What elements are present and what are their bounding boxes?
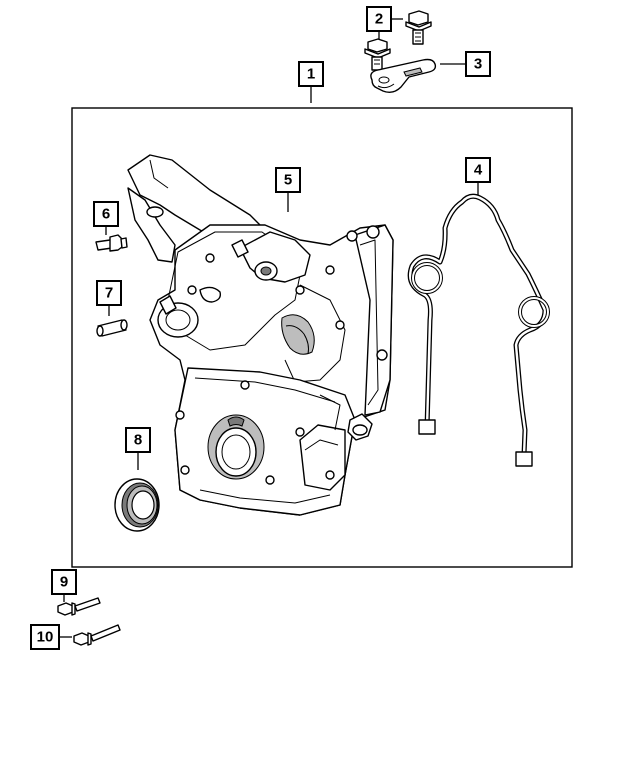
callout-9-label: 9 [60,574,68,591]
callout-6-label: 6 [102,206,110,223]
callout-10[interactable]: 10 [30,624,72,650]
callout-1-label: 1 [307,66,315,83]
callout-5-label: 5 [284,172,292,189]
flange-bolt-part-2a [405,10,432,45]
flange-bolt-part-2b [364,38,391,71]
long-bolt-part-10 [73,624,121,646]
callout-6[interactable]: 6 [93,201,119,235]
callout-8-label: 8 [134,432,142,449]
cover-gasket-part-4 [407,193,550,467]
callout-10-label: 10 [37,629,54,646]
callout-7[interactable]: 7 [96,280,122,316]
bracket-part-3 [370,58,437,94]
callout-2-label: 2 [375,11,383,28]
callout-9[interactable]: 9 [51,569,77,602]
callout-3[interactable]: 3 [440,51,491,77]
callout-3-label: 3 [474,56,482,73]
callout-1[interactable]: 1 [298,61,324,103]
callout-8[interactable]: 8 [125,427,151,470]
callout-4-label: 4 [474,162,483,179]
callout-5[interactable]: 5 [275,167,301,212]
timing-cover-part-5 [127,154,394,516]
assembly-frame [71,107,573,568]
stud-part-6 [95,234,128,252]
long-bolt-part-9 [57,597,101,616]
crank-seal-part-8 [114,478,160,532]
callout-2[interactable]: 2 [366,6,403,40]
callout-4[interactable]: 4 [465,157,491,196]
dowel-part-7 [96,319,128,337]
callout-7-label: 7 [105,285,113,302]
